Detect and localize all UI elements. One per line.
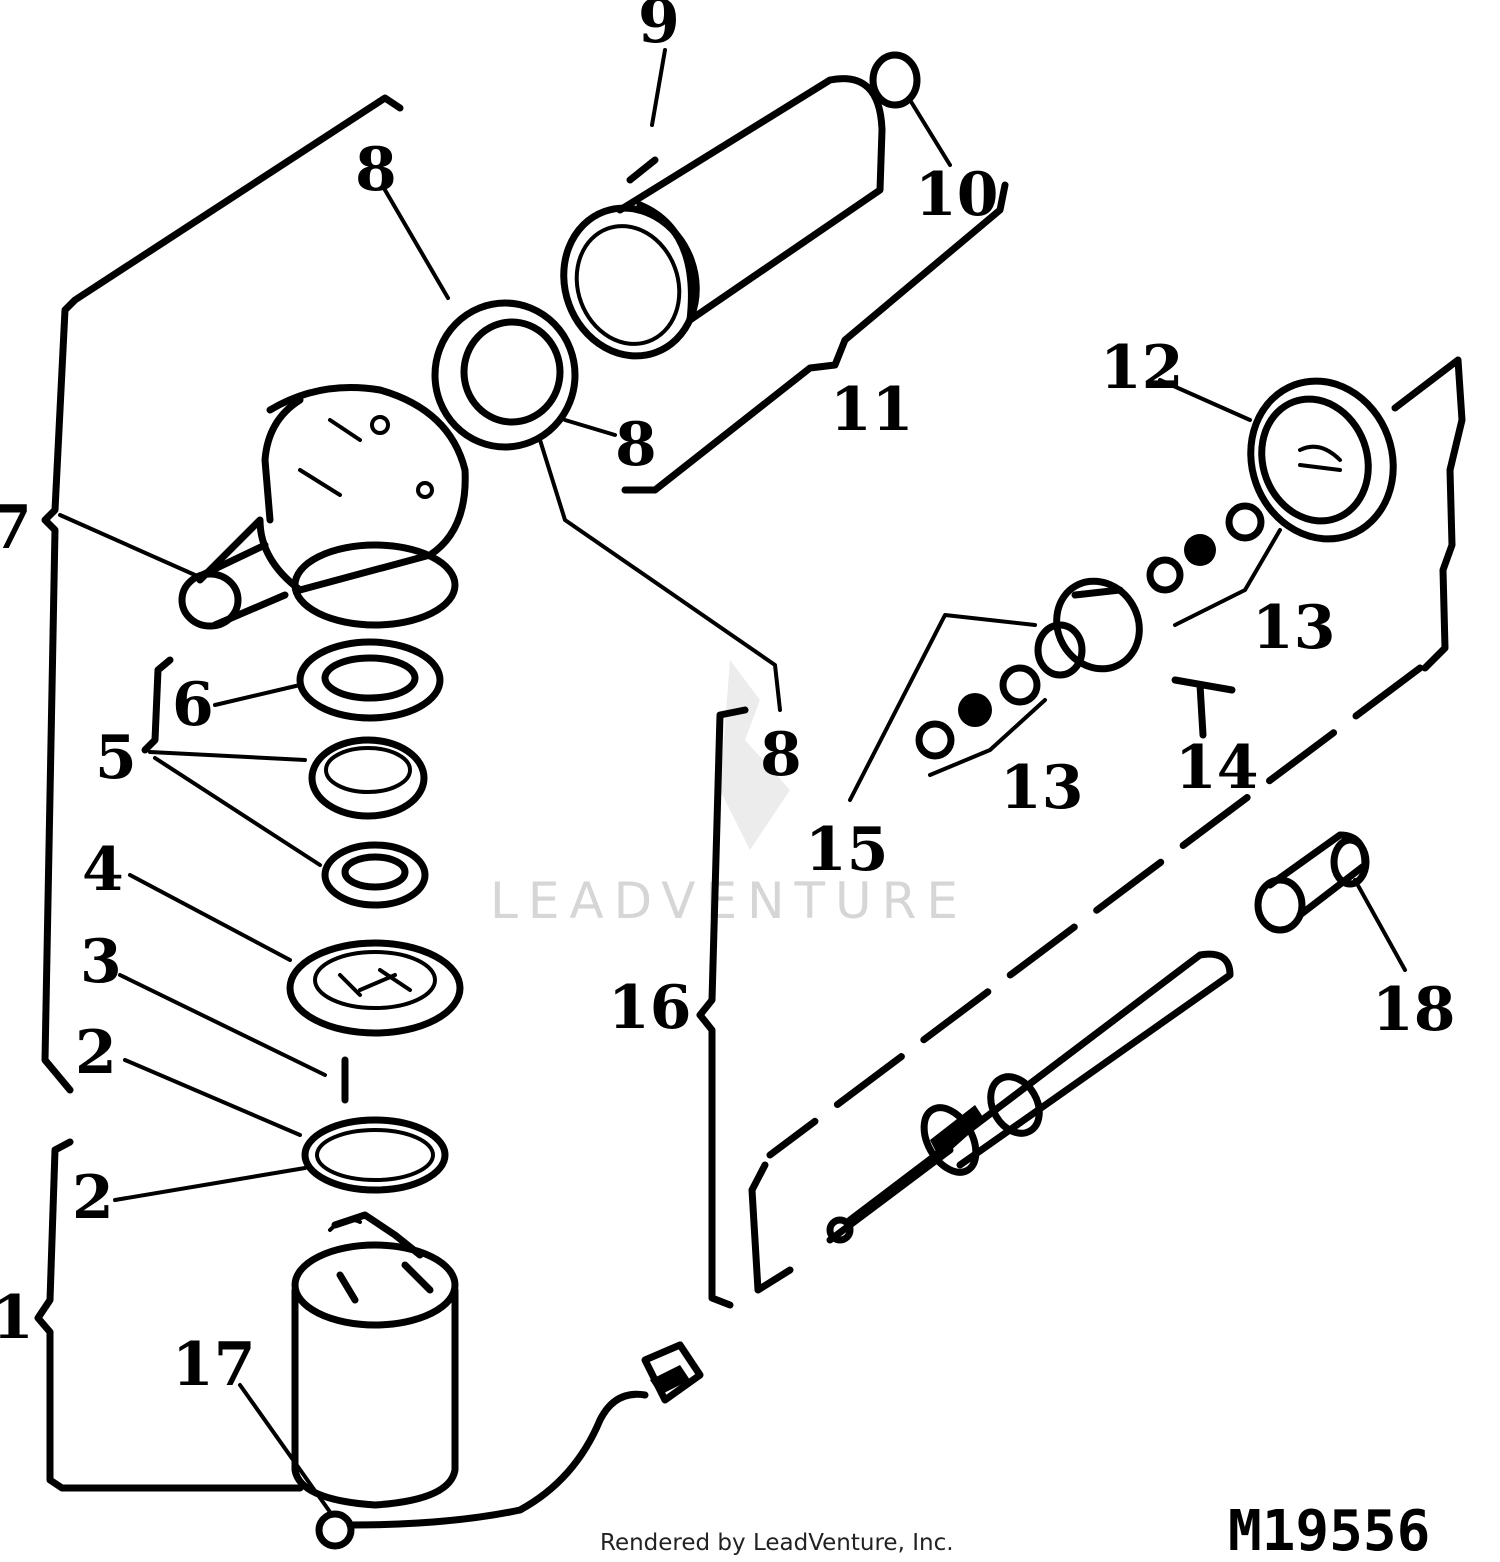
frame-left — [748, 1161, 794, 1294]
callout-18: 18 — [1372, 975, 1456, 1045]
bracket-5 — [141, 656, 174, 754]
callout-12: 12 — [1100, 333, 1184, 403]
leader-13-lower — [928, 698, 1047, 777]
part-7-pump-housing — [178, 384, 469, 630]
part-5-ring-lower — [321, 841, 429, 909]
part-13-balls-lower — [915, 664, 1041, 760]
leader-7 — [58, 513, 197, 577]
part-9-pin — [626, 156, 659, 184]
bracket-right — [1391, 356, 1466, 672]
part-5-ring-upper — [308, 736, 428, 820]
callout-9: 9 — [638, 0, 680, 57]
bracket-7 — [41, 94, 404, 1094]
callout-13: 13 — [1000, 753, 1084, 823]
callout-6: 6 — [172, 670, 214, 740]
leader-12 — [1158, 378, 1252, 422]
leader-8-low — [538, 438, 782, 712]
leader-6 — [213, 683, 302, 707]
figure-code: M19556 — [1228, 1499, 1430, 1562]
part-18-sleeve — [1254, 831, 1370, 934]
callout-17: 17 — [172, 1330, 256, 1400]
part-10-ring — [869, 51, 921, 109]
part-4-valve-plate — [286, 939, 464, 1037]
callout-13: 13 — [1252, 593, 1336, 663]
callout-14: 14 — [1175, 733, 1259, 803]
part-6-washer — [296, 638, 444, 722]
callout-7: 7 — [0, 493, 32, 563]
part-cylinder-tube — [560, 75, 886, 360]
callout-10: 10 — [915, 160, 999, 230]
part-17-screw — [315, 1510, 355, 1550]
leader-10 — [908, 98, 952, 167]
part-13-balls-upper — [1146, 502, 1265, 594]
leader-8-mid — [563, 418, 617, 437]
leader-15 — [848, 613, 1037, 802]
callout-3: 3 — [80, 927, 122, 997]
part-16-shaft — [826, 950, 1234, 1244]
frame-diagonal — [766, 664, 1424, 1159]
callout-1: 1 — [0, 1283, 34, 1353]
callout-8: 8 — [760, 720, 802, 790]
part-15-plunger — [1034, 577, 1143, 679]
callout-11: 11 — [830, 375, 914, 445]
callout-2: 2 — [75, 1018, 117, 1088]
render-credit: Rendered by LeadVenture, Inc. — [600, 1530, 954, 1556]
bracket-11 — [621, 181, 1009, 494]
callout-5: 5 — [95, 723, 137, 793]
leader-2-upper — [123, 1058, 302, 1137]
part-2-o-ring — [301, 1116, 449, 1194]
bracket-16 — [696, 706, 749, 1309]
callout-8: 8 — [355, 135, 397, 205]
leader-9 — [650, 48, 667, 127]
leader-2-lower — [113, 1166, 307, 1202]
leader-3 — [118, 973, 327, 1077]
part-8-seal-ring — [431, 299, 579, 451]
leader-8-top — [383, 188, 450, 300]
leader-17 — [238, 1383, 332, 1514]
callout-2: 2 — [72, 1163, 114, 1233]
callout-15: 15 — [805, 815, 889, 885]
wire-harness — [346, 1341, 704, 1529]
callout-4: 4 — [82, 835, 124, 905]
part-1-motor — [291, 1211, 459, 1509]
leader-4 — [128, 873, 292, 962]
watermark-text: LEADVENTURE — [490, 872, 968, 930]
callout-16: 16 — [608, 973, 692, 1043]
callout-8: 8 — [615, 410, 657, 480]
leader-13-upper — [1173, 528, 1282, 627]
part-14-pin — [1171, 676, 1236, 739]
watermark: LEADVENTURE — [490, 660, 968, 930]
bracket-1 — [34, 1138, 304, 1492]
leader-18 — [1353, 878, 1407, 972]
leader-5 — [148, 750, 322, 867]
part-12-cap — [1247, 377, 1397, 543]
